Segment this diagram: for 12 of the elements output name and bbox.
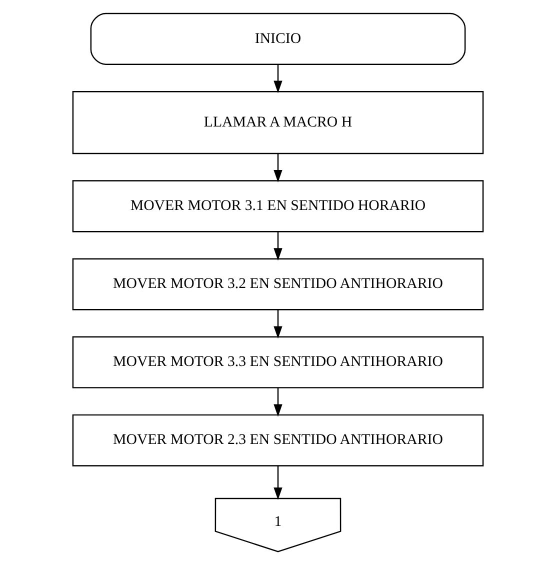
- arrow: [273, 154, 282, 182]
- arrow: [273, 310, 282, 339]
- node-box: MOVER MOTOR 2.3 EN SENTIDO ANTIHORARIO: [72, 414, 484, 466]
- node-box: MOVER MOTOR 3.1 EN SENTIDO HORARIO: [72, 180, 484, 232]
- arrow: [273, 64, 282, 94]
- arrow: [273, 232, 282, 261]
- node-box: LLAMAR A MACRO H: [72, 90, 484, 154]
- arrow: [273, 388, 282, 417]
- node-box: MOVER MOTOR 3.3 EN SENTIDO ANTIHORARIO: [72, 336, 484, 388]
- arrow: [273, 466, 282, 500]
- node-box: MOVER MOTOR 3.2 EN SENTIDO ANTIHORARIO: [72, 258, 484, 310]
- node-box: INICIO: [90, 12, 466, 65]
